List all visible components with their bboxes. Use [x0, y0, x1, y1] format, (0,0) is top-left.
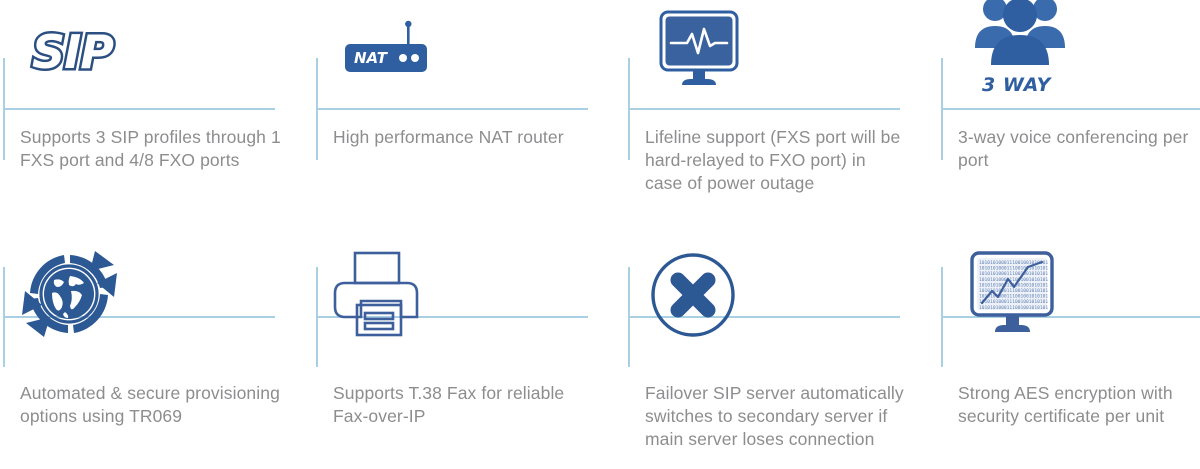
sip-logo-icon: SIP: [18, 0, 208, 104]
svg-text:1010101000111001001010101: 1010101000111001001010101: [979, 288, 1048, 294]
feature-description: Supports 3 SIP profiles through 1 FXS po…: [20, 127, 281, 170]
svg-text:3 WAY: 3 WAY: [982, 74, 1053, 96]
cell-divider-horizontal: [316, 108, 588, 110]
svg-text:1010101000111001001010101: 1010101000111001001010101: [979, 299, 1048, 305]
globe-sync-arrows-icon: [18, 251, 208, 342]
feature-cell-t38-fax: Supports T.38 Fax for reliable Fax-over-…: [313, 230, 613, 469]
svg-text:SIP: SIP: [32, 25, 114, 79]
three-people-icon: 3 WAY: [956, 0, 1146, 102]
feature-cell-failover-sip-server: Failover SIP server automatically switch…: [625, 230, 925, 469]
printer-fax-icon: [331, 251, 521, 342]
cell-divider-horizontal: [3, 316, 275, 318]
feature-description: Failover SIP server automatically switch…: [645, 383, 904, 449]
circle-x-icon: [643, 252, 833, 342]
feature-description: Automated & secure provisioning options …: [20, 383, 280, 426]
cell-divider-horizontal: [628, 108, 900, 110]
feature-cell-sip-profiles: SIP Supports 3 SIP profiles through 1 FX…: [0, 0, 300, 230]
svg-text:NAT: NAT: [354, 49, 389, 67]
feature-description: Lifeline support (FXS port will be hard-…: [645, 127, 901, 193]
svg-text:1010101000111001001010101: 1010101000111001001010101: [979, 271, 1048, 277]
svg-text:1010101000111001001010101: 1010101000111001001010101: [979, 294, 1048, 300]
svg-text:1010101000111001001010101: 1010101000111001001010101: [979, 305, 1048, 311]
svg-text:1010101000111001001010101: 1010101000111001001010101: [979, 260, 1048, 266]
feature-description: Supports T.38 Fax for reliable Fax-over-…: [333, 383, 565, 426]
feature-cell-three-way-conferencing: 3 WAY 3-way voice conferencing per port: [938, 0, 1200, 230]
cell-divider-horizontal: [316, 316, 588, 318]
feature-cell-auto-provisioning: Automated & secure provisioning options …: [0, 230, 300, 469]
feature-cell-lifeline-support: Lifeline support (FXS port will be hard-…: [625, 0, 925, 230]
feature-cell-nat-router: NAT High performance NAT router: [313, 0, 613, 230]
feature-description: High performance NAT router: [333, 127, 564, 147]
feature-description: Strong AES encryption with security cert…: [958, 383, 1173, 426]
feature-description: 3-way voice conferencing per port: [958, 127, 1189, 170]
nat-router-icon: NAT: [331, 0, 521, 104]
cell-divider-horizontal: [941, 316, 1200, 318]
cell-divider-horizontal: [3, 108, 275, 110]
monitor-pulse-icon: [643, 0, 833, 104]
svg-text:1010101000111001001010101: 1010101000111001001010101: [979, 277, 1048, 283]
svg-text:1010101000111001001010101: 1010101000111001001010101: [979, 266, 1048, 272]
cell-divider-horizontal: [941, 108, 1200, 110]
cell-divider-horizontal: [628, 316, 900, 318]
